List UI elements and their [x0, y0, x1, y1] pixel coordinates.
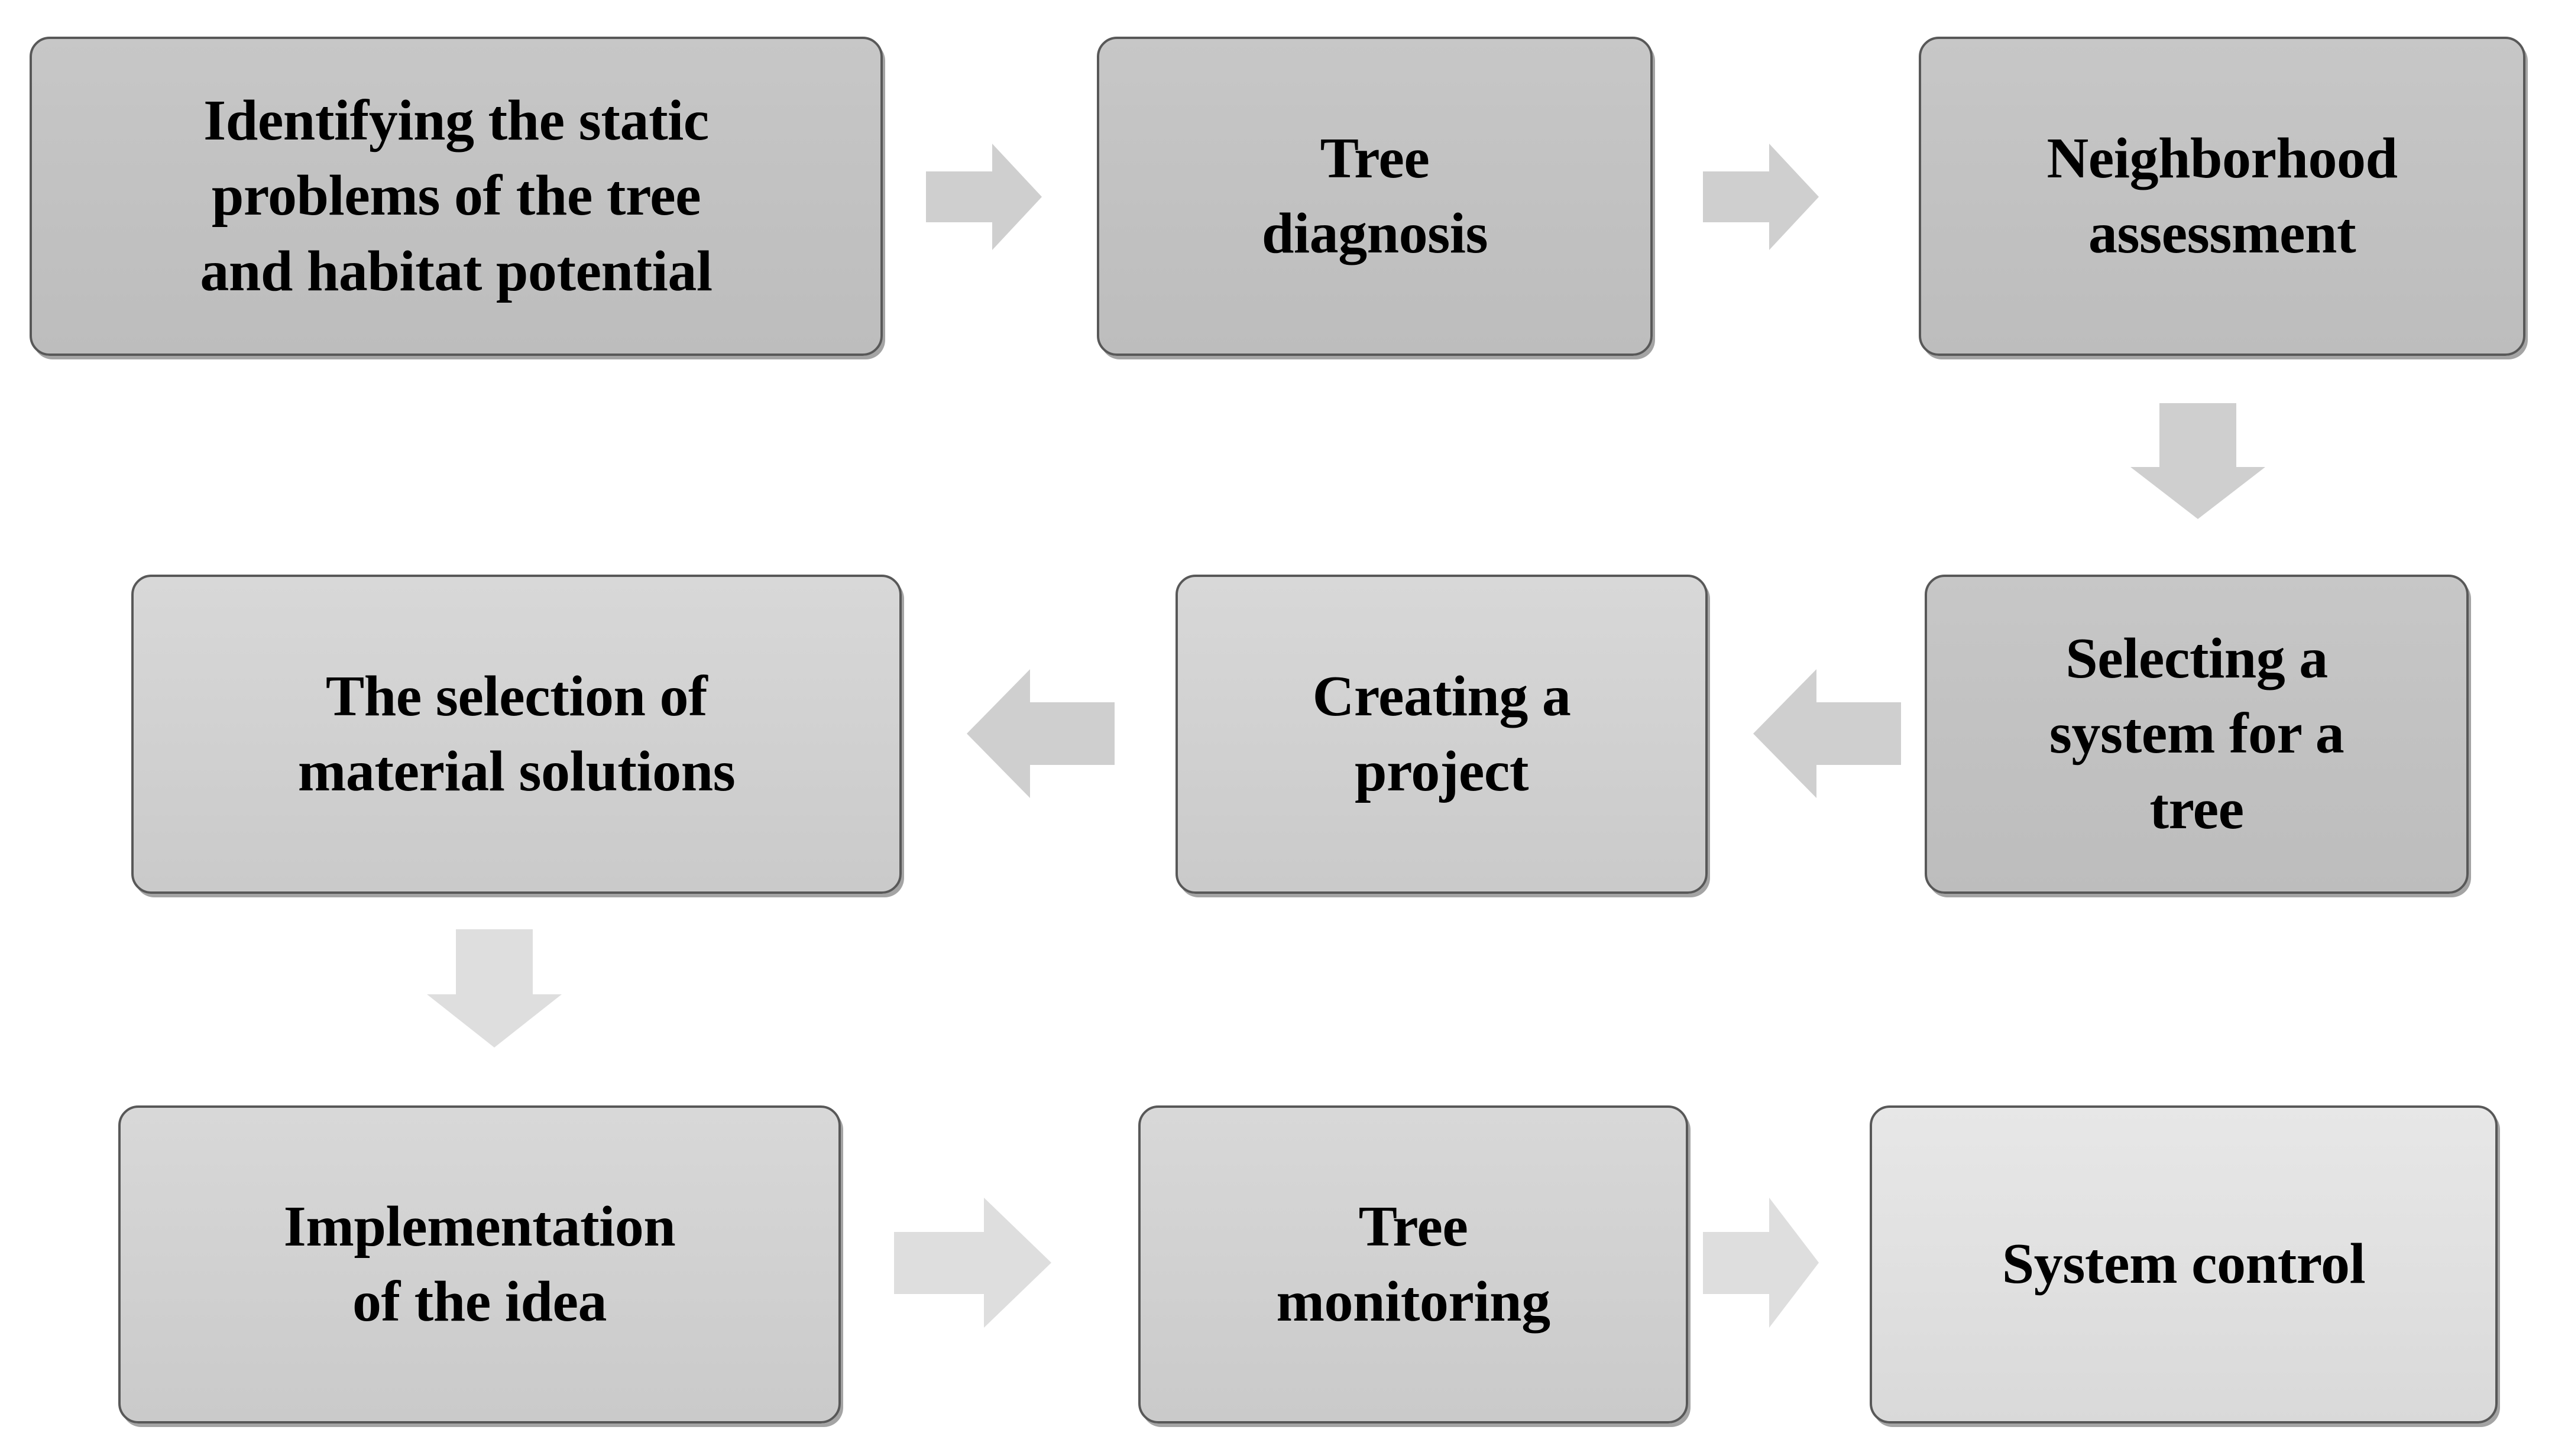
flow-node-selecting-a-system-for-a-tree[interactable]: Selecting a system for a tree: [1925, 575, 2469, 894]
flow-node-system-control[interactable]: System control: [1870, 1105, 2498, 1423]
arrow-right-icon: [926, 144, 1042, 250]
flow-node-neighborhood-assessment[interactable]: Neighborhood assessment: [1919, 37, 2525, 356]
arrow-right-n7-n8: [894, 1198, 1051, 1328]
flow-node-label: Implementation of the idea: [283, 1194, 676, 1334]
flow-node-implementation-of-the-idea[interactable]: Implementation of the idea: [118, 1105, 841, 1423]
flow-node-tree-diagnosis[interactable]: Tree diagnosis: [1097, 37, 1653, 356]
arrow-left-icon: [1753, 669, 1901, 798]
arrow-down-n3-n4: [2130, 403, 2265, 519]
flow-node-label: Tree monitoring: [1276, 1194, 1550, 1334]
flow-node-label: Neighborhood assessment: [2046, 126, 2398, 265]
arrow-right-n2-n3: [1703, 144, 1819, 250]
arrow-right-icon: [1703, 1198, 1819, 1328]
arrow-left-n4-n5: [1753, 669, 1901, 798]
arrow-down-n6-n7: [427, 929, 562, 1048]
flow-node-selection-of-material-solutions[interactable]: The selection of material solutions: [131, 575, 902, 894]
flow-node-label: Creating a project: [1312, 664, 1571, 803]
flow-node-label: The selection of material solutions: [297, 664, 736, 803]
arrow-down-icon: [427, 929, 562, 1048]
flow-node-label: System control: [2002, 1232, 2366, 1296]
arrow-right-n1-n2: [926, 144, 1042, 250]
flow-node-identifying-static-problems[interactable]: Identifying the static problems of the t…: [30, 37, 883, 356]
flow-node-label: Selecting a system for a tree: [2049, 626, 2344, 841]
flow-node-tree-monitoring[interactable]: Tree monitoring: [1138, 1105, 1688, 1423]
arrow-left-n5-n6: [967, 669, 1115, 798]
flow-node-label: Identifying the static problems of the t…: [200, 88, 713, 303]
arrow-right-icon: [1703, 144, 1819, 250]
arrow-right-n8-n9: [1703, 1198, 1819, 1328]
flow-node-creating-a-project[interactable]: Creating a project: [1176, 575, 1708, 894]
arrow-left-icon: [967, 669, 1115, 798]
flow-node-label: Tree diagnosis: [1261, 126, 1488, 265]
arrow-right-icon: [894, 1198, 1051, 1328]
arrow-down-icon: [2130, 403, 2265, 519]
